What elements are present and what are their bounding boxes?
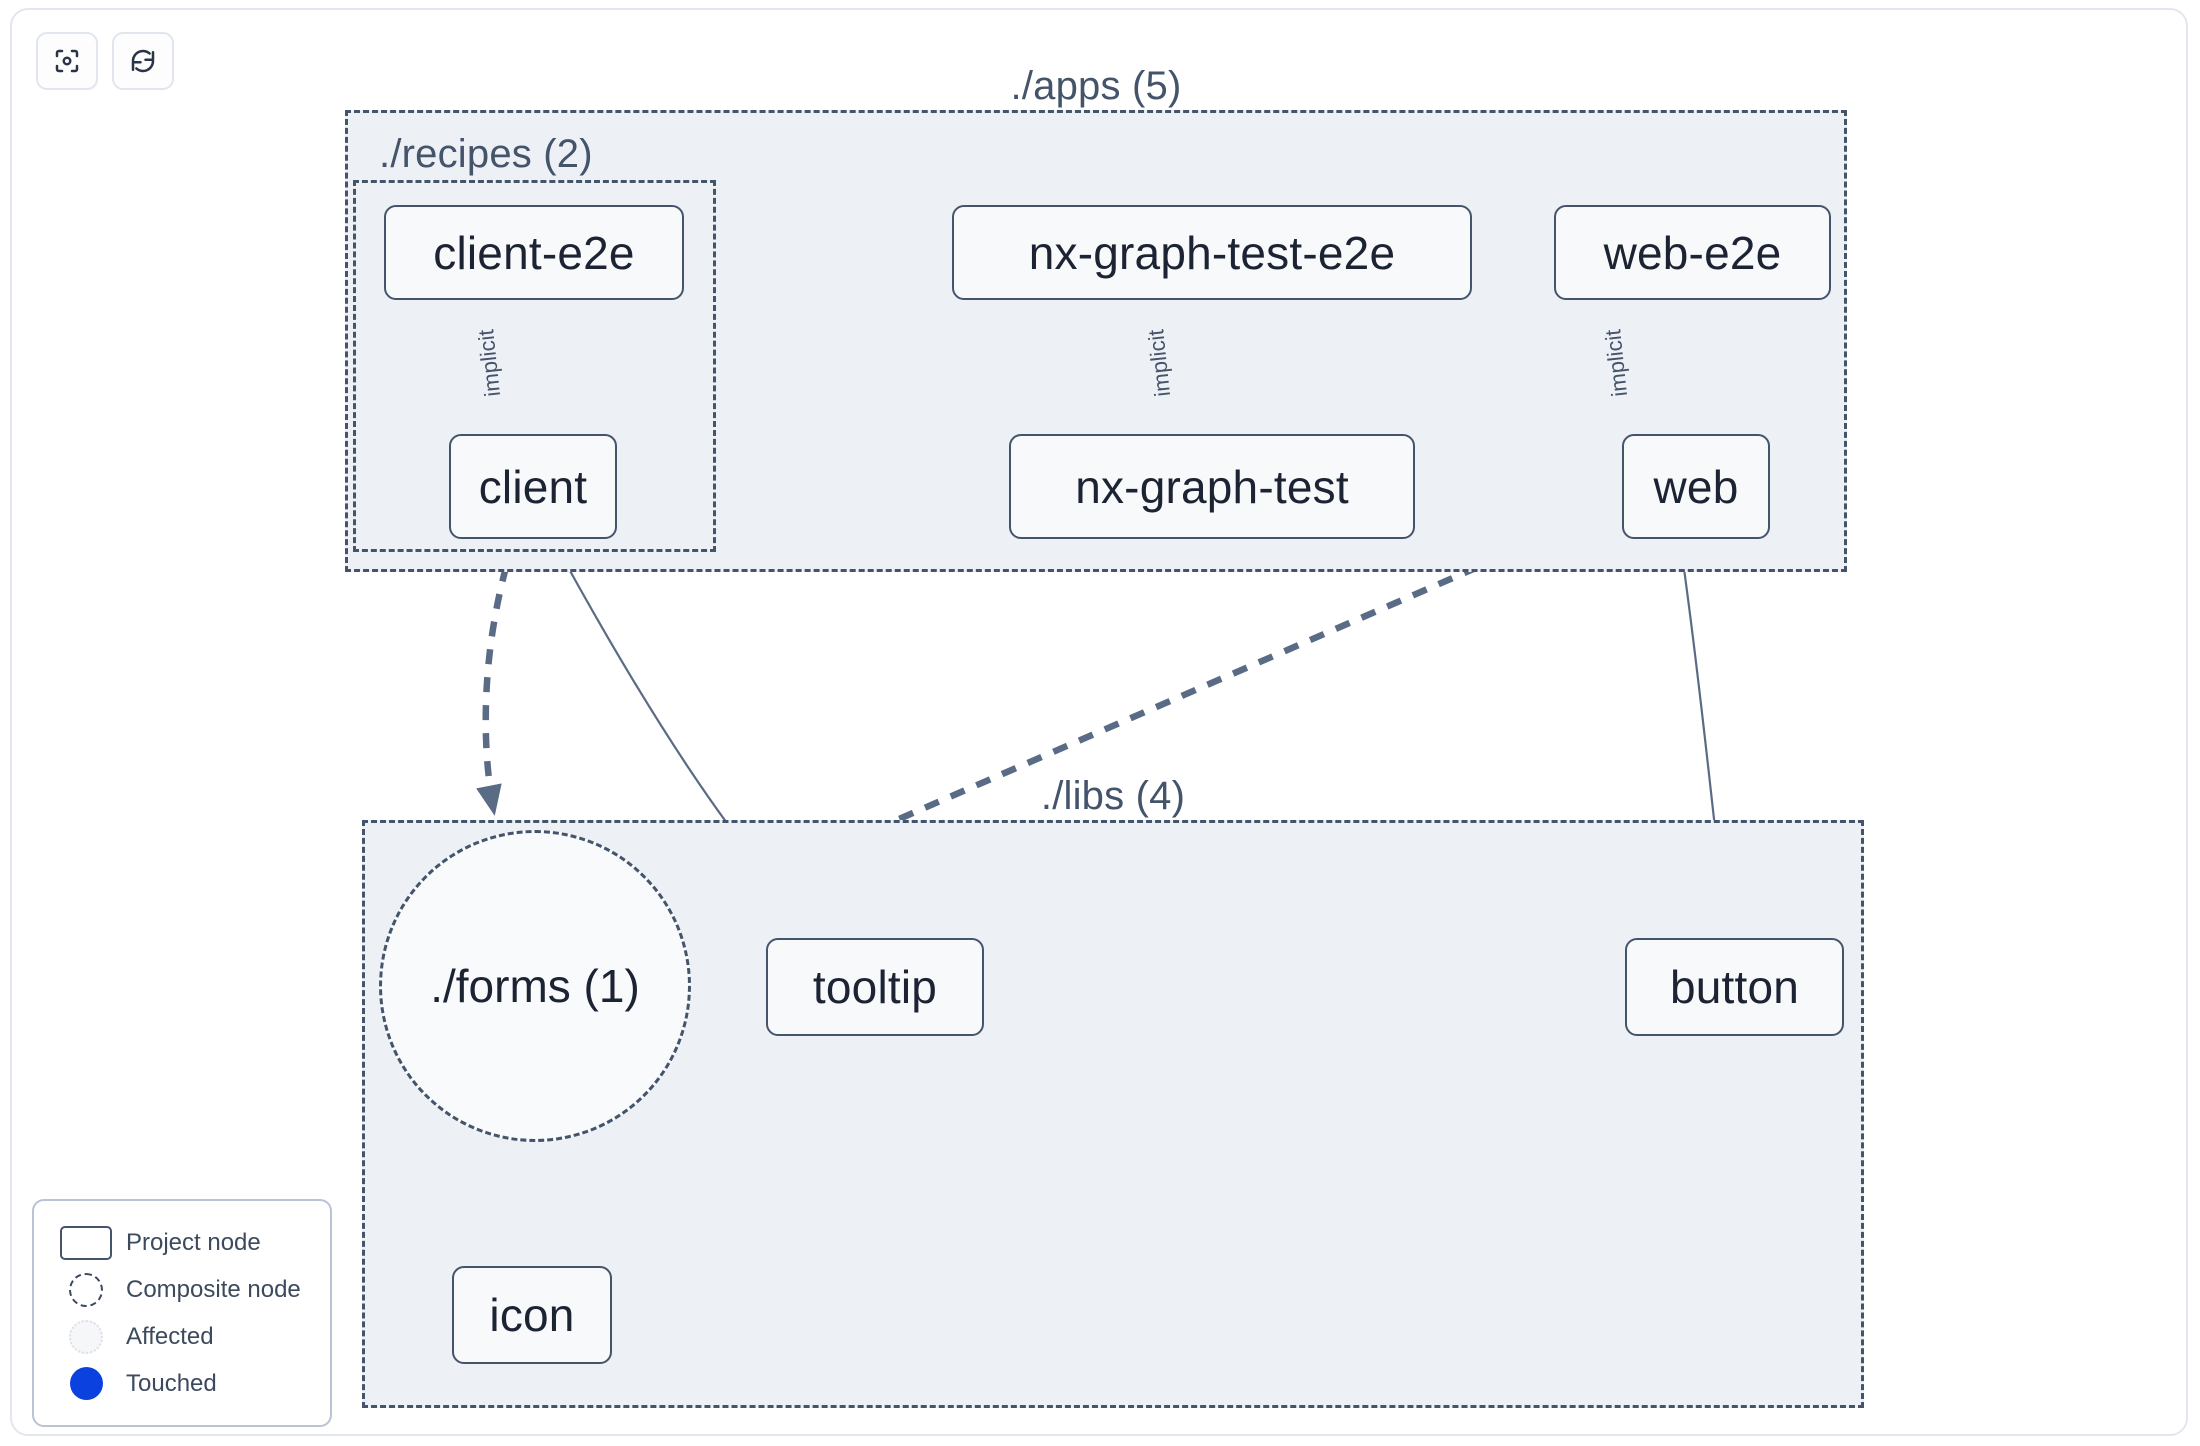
graph-legend: Project node Composite node Affected Tou… — [32, 1199, 332, 1427]
group-apps-label: ./apps (5) — [1010, 64, 1182, 108]
node-forms-composite[interactable]: ./forms (1) — [379, 830, 691, 1142]
edge-client-to-forms[interactable] — [476, 539, 518, 816]
touched-swatch — [54, 1367, 118, 1400]
legend-label-affected: Affected — [126, 1322, 214, 1350]
legend-label-project-node: Project node — [126, 1228, 261, 1256]
legend-item-touched: Touched — [54, 1360, 310, 1407]
node-client[interactable]: client — [449, 434, 617, 539]
legend-label-composite-node: Composite node — [126, 1275, 301, 1303]
node-client-e2e[interactable]: client-e2e — [384, 205, 684, 300]
composite-node-swatch — [54, 1272, 118, 1307]
focus-icon — [52, 46, 82, 76]
legend-item-affected: Affected — [54, 1313, 310, 1360]
node-web-e2e[interactable]: web-e2e — [1554, 205, 1831, 300]
node-icon[interactable]: icon — [452, 1266, 612, 1364]
refresh-icon — [128, 46, 158, 76]
graph-toolbar — [36, 32, 174, 90]
node-nx-graph-test[interactable]: nx-graph-test — [1009, 434, 1415, 539]
legend-item-composite-node: Composite node — [54, 1266, 310, 1313]
affected-swatch — [54, 1319, 118, 1354]
node-nx-graph-test-e2e[interactable]: nx-graph-test-e2e — [952, 205, 1472, 300]
legend-label-touched: Touched — [126, 1369, 217, 1397]
group-recipes-label: ./recipes (2) — [379, 132, 593, 176]
focus-graph-button[interactable] — [36, 32, 98, 90]
group-libs-label: ./libs (4) — [1040, 774, 1186, 818]
refresh-graph-button[interactable] — [112, 32, 174, 90]
project-node-swatch — [54, 1225, 118, 1260]
legend-item-project-node: Project node — [54, 1219, 310, 1266]
node-web[interactable]: web — [1622, 434, 1770, 539]
node-button[interactable]: button — [1625, 938, 1844, 1036]
node-tooltip[interactable]: tooltip — [766, 938, 984, 1036]
